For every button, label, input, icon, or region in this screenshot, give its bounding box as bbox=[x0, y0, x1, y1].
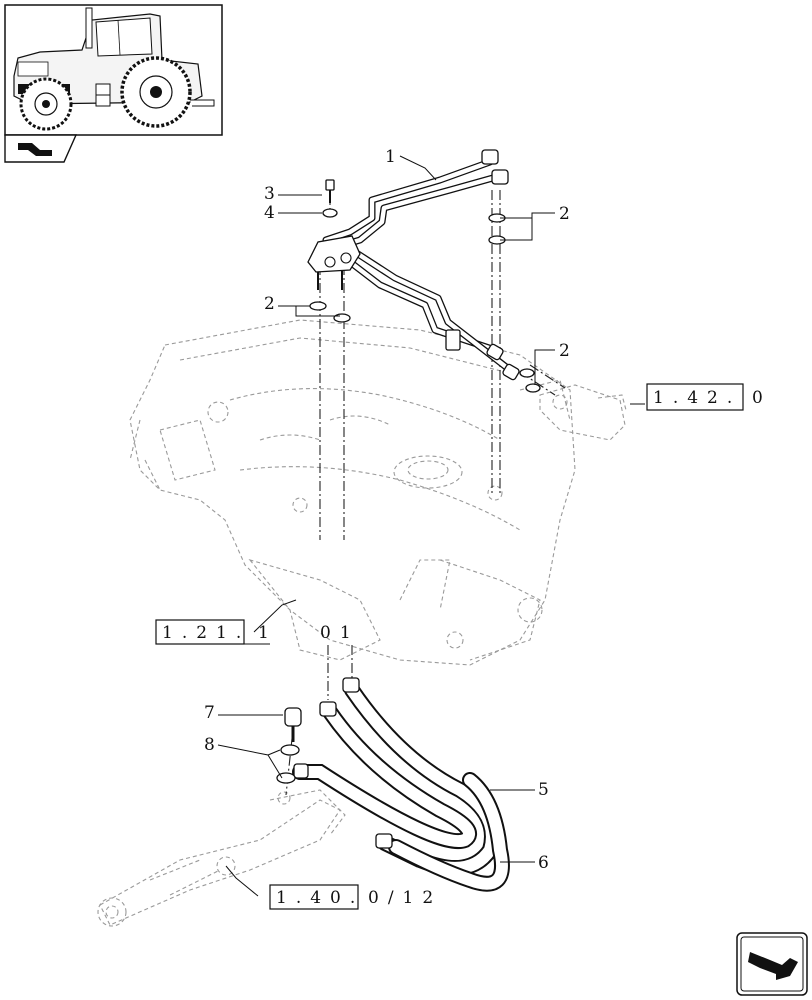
callout-3: 3 bbox=[264, 184, 275, 204]
bolt-7 bbox=[284, 707, 302, 742]
callout-5: 5 bbox=[538, 780, 549, 800]
callout-7: 7 bbox=[204, 703, 215, 723]
section-arrow-icon bbox=[4, 134, 78, 163]
lift-cylinder-ghost bbox=[97, 789, 346, 927]
reference-1-21-1-suffix: 1 bbox=[258, 623, 269, 643]
rear-axle-housing-ghost bbox=[129, 319, 576, 666]
reference-1-42-0-suffix: 0 bbox=[752, 388, 763, 408]
washer-4 bbox=[322, 208, 338, 218]
callout-2-top-right: 2 bbox=[559, 204, 570, 224]
callout-4: 4 bbox=[264, 203, 275, 223]
tractor-thumbnail bbox=[4, 4, 223, 136]
callout-2-left: 2 bbox=[264, 294, 275, 314]
reference-1-40-0-12[interactable]: 1.40. 0/12 bbox=[269, 884, 442, 910]
connector-bracket-ghost bbox=[539, 384, 627, 441]
reference-1-21-1-trail: 01 bbox=[320, 623, 360, 643]
callout-6: 6 bbox=[538, 853, 549, 873]
reference-1-42-0[interactable]: 1.42. 0 bbox=[646, 383, 763, 411]
reference-1-21-1[interactable]: 1.21. 1 01 bbox=[155, 619, 360, 645]
reference-1-40-0-12-suffix: 0/12 bbox=[368, 888, 442, 908]
o-rings-2 bbox=[309, 213, 541, 393]
washers-8 bbox=[276, 744, 300, 784]
callout-1: 1 bbox=[385, 147, 396, 167]
callout-8: 8 bbox=[204, 735, 215, 755]
reference-1-42-0-boxed: 1.42. bbox=[653, 388, 741, 408]
reference-1-40-0-12-boxed: 1.40. bbox=[276, 888, 364, 908]
callout-labels: 1 2 2 2 3 4 5 6 7 8 bbox=[204, 147, 570, 873]
leader-lines bbox=[217, 155, 645, 897]
next-page-arrow-icon[interactable] bbox=[736, 932, 808, 996]
rigid-pipe-assembly bbox=[307, 149, 520, 381]
bolt-3 bbox=[325, 179, 335, 203]
reference-1-21-1-boxed: 1.21. bbox=[162, 623, 250, 643]
flexible-hoses bbox=[292, 677, 510, 892]
callout-2-right: 2 bbox=[559, 341, 570, 361]
